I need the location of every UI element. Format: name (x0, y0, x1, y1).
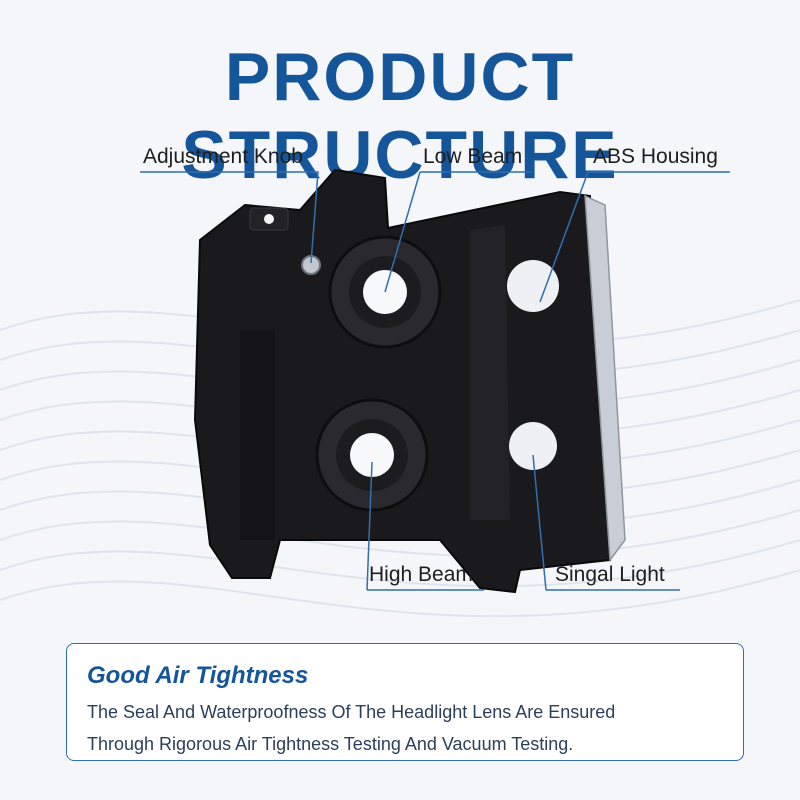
leader-lines (140, 171, 730, 591)
feature-description-line: Through Rigorous Air Tightness Testing A… (87, 734, 574, 754)
callout-low-beam: Low Beam (423, 145, 523, 168)
headlight-housing (193, 168, 626, 594)
page-title: PRODUCT STRUCTURE (181, 39, 619, 193)
callout-adjustment-knob: Adjustment Knob (143, 145, 303, 168)
callout-signal-light: Singal Light (555, 563, 665, 586)
feature-box: Good Air Tightness The Seal And Waterpro… (66, 643, 744, 761)
feature-heading: Good Air Tightness (87, 662, 309, 689)
callout-abs-housing: ABS Housing (593, 145, 718, 168)
feature-description-line: The Seal And Waterproofness Of The Headl… (87, 702, 616, 722)
callout-high-beam: High Beam (369, 563, 473, 586)
